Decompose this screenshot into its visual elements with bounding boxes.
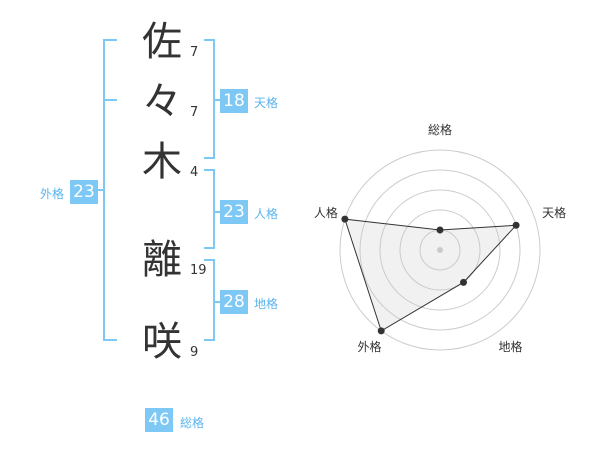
- radar-grid-ring: [399, 209, 481, 291]
- gaikaku-badge: 23: [70, 180, 98, 204]
- stroke-count-5: 9: [190, 345, 199, 360]
- stroke-count-3: 4: [190, 165, 199, 180]
- chikaku-bracket: [204, 259, 215, 341]
- radar-center-dot: [437, 247, 443, 253]
- radar-grid-ring: [379, 189, 501, 311]
- radar-point-5: [341, 215, 349, 223]
- name-char-2: 々: [142, 79, 182, 125]
- chikaku-badge: 28: [220, 290, 248, 314]
- radar-axis-label: 人格: [314, 205, 338, 220]
- radar-grid-ring: [359, 169, 521, 331]
- radar-point-2: [512, 221, 520, 229]
- tenkaku-label: 天格: [254, 96, 279, 110]
- radar-axis-label: 総格: [428, 122, 452, 137]
- name-char-5: 咲: [142, 319, 182, 365]
- jinkaku-bracket: [204, 169, 215, 249]
- radar-series-polygon: [344, 218, 518, 332]
- name-char-3: 木: [142, 139, 182, 185]
- radar-axis-label: 外格: [357, 339, 381, 354]
- stroke-count-2: 7: [190, 105, 199, 120]
- radar-axis-label: 天格: [542, 205, 566, 220]
- radar-point-3: [460, 278, 468, 286]
- jinkaku-label: 人格: [254, 207, 279, 221]
- gaikaku-label: 外格: [40, 187, 65, 201]
- jinkaku-badge: 23: [220, 200, 248, 224]
- name-char-1: 佐: [142, 19, 182, 65]
- tenkaku-badge: 18: [220, 89, 248, 113]
- soukaku-badge: 46: [145, 408, 173, 432]
- radar-axis-label: 地格: [499, 339, 523, 354]
- tenkaku-bracket: [204, 39, 215, 159]
- radar-grid-ring: [339, 149, 541, 351]
- gaikaku-bracket: [103, 39, 117, 341]
- name-char-4: 離: [142, 237, 182, 283]
- stroke-count-1: 7: [190, 45, 199, 60]
- soukaku-label: 総格: [180, 416, 205, 430]
- radar-point-4: [377, 327, 385, 335]
- stroke-count-4: 19: [190, 263, 207, 278]
- radar-point-1: [436, 226, 444, 234]
- chikaku-label: 地格: [254, 297, 279, 311]
